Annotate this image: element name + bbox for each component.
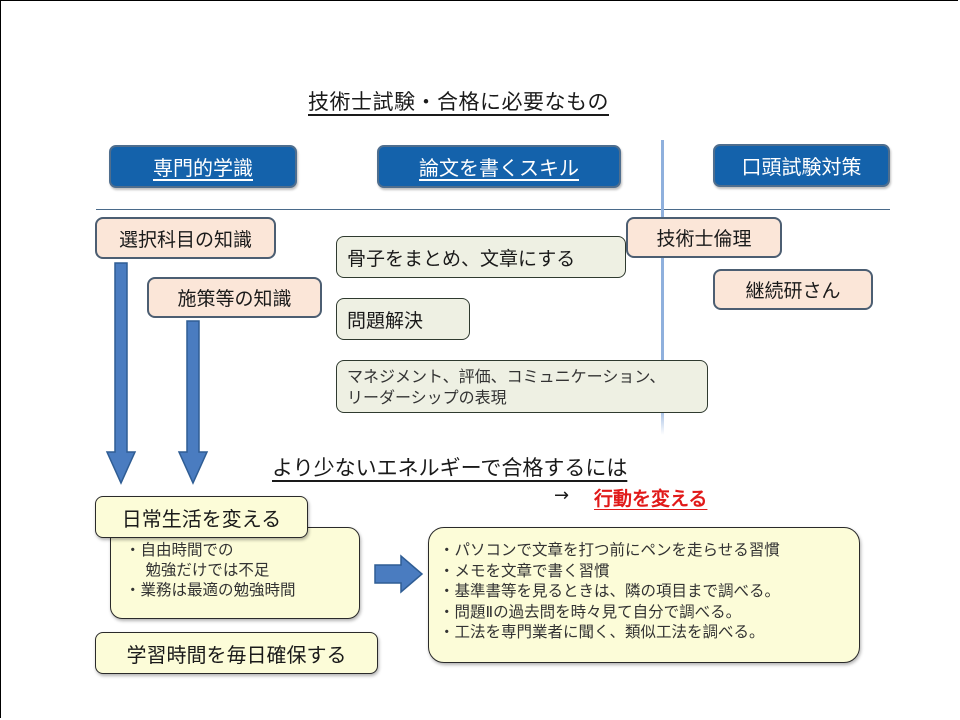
header-specialized-knowledge-label: 専門的学識: [153, 156, 253, 180]
habit-item: ・基準書等を見るときは、隣の項目まで調べる。: [439, 582, 781, 600]
header-essay-skills-label: 論文を書くスキル: [419, 156, 579, 180]
right-arrow-icon: →: [554, 485, 570, 506]
down-arrow-right-icon: [177, 320, 209, 485]
engineer-ethics-box: 技術士倫理: [626, 217, 782, 258]
subheading-less-energy: より少ないエネルギーで合格するには: [272, 456, 628, 480]
header-specialized-knowledge[interactable]: 専門的学識: [109, 145, 297, 188]
daily-life-note-item: ・自由時間での: [125, 541, 234, 559]
right-block-arrow-icon: [374, 554, 424, 594]
habit-item: ・工法を専門業者に聞く、類似工法を調べる。: [439, 623, 765, 641]
elective-subject-knowledge-box: 選択科目の知識: [95, 217, 276, 259]
policy-knowledge-box: 施策等の知識: [147, 277, 322, 318]
policy-knowledge-label: 施策等の知識: [177, 288, 292, 310]
problem-solving-box: 問題解決: [336, 298, 470, 340]
header-oral-exam-label: 口頭試験対策: [741, 155, 862, 179]
outline-writing-label: 骨子をまとめ、文章にする: [347, 247, 576, 270]
habit-item: ・メモを文章で書く習慣: [439, 561, 610, 580]
slide-title: 技術士試験・合格に必要なもの: [308, 90, 609, 114]
management-expression-line1: マネジメント、評価、コミュニケーション、: [347, 367, 666, 386]
change-daily-life-label: 日常生活を変える: [121, 506, 282, 531]
down-arrow-left-icon: [105, 262, 137, 485]
change-behavior-text: 行動を変える: [594, 488, 708, 510]
habits-box: ・パソコンで文章を打つ前にペンを走らせる習慣 ・メモを文章で書く習慣 ・基準書等…: [428, 527, 860, 663]
daily-life-note-item: ・業務は最適の勉強時間: [125, 581, 296, 599]
habit-item: ・問題Ⅱの過去問を時々見て自分で調べる。: [439, 602, 742, 621]
problem-solving-label: 問題解決: [347, 309, 424, 332]
management-expression-box: マネジメント、評価、コミュニケーション、 リーダーシップの表現: [336, 360, 708, 413]
vertical-divider: [661, 140, 664, 435]
management-expression-line2: リーダーシップの表現: [347, 388, 507, 407]
habit-item: ・パソコンで文章を打つ前にペンを走らせる習慣: [439, 541, 780, 559]
header-essay-skills[interactable]: 論文を書くスキル: [377, 145, 621, 188]
header-oral-exam[interactable]: 口頭試験対策: [713, 144, 890, 187]
cpd-box: 継続研さん: [713, 269, 873, 310]
secure-study-time-label: 学習時間を毎日確保する: [126, 642, 347, 667]
elective-subject-knowledge-label: 選択科目の知識: [118, 228, 252, 251]
daily-life-note-item: 勉強だけでは不足: [125, 561, 270, 579]
change-daily-life-box: 日常生活を変える: [95, 496, 308, 538]
cpd-label: 継続研さん: [745, 280, 841, 302]
engineer-ethics-label: 技術士倫理: [656, 228, 752, 250]
daily-life-notes-box: ・自由時間での 勉強だけでは不足 ・業務は最適の勉強時間: [110, 527, 360, 619]
horizontal-divider: [96, 209, 890, 210]
secure-study-time-box: 学習時間を毎日確保する: [95, 632, 378, 674]
outline-writing-box: 骨子をまとめ、文章にする: [336, 236, 626, 278]
